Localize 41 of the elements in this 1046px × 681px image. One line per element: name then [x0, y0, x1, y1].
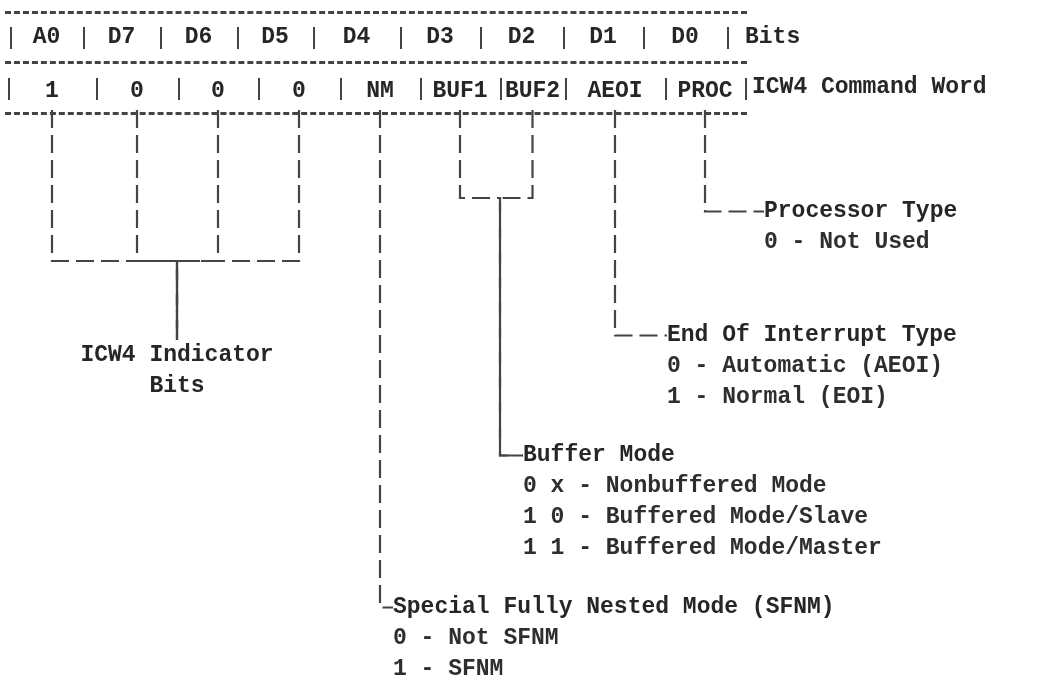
leader-line: [703, 110, 764, 213]
field-title: End Of Interrupt Type: [667, 321, 957, 350]
option-line: 1 - SFNM: [393, 655, 504, 681]
bit-value: BUF1: [432, 76, 488, 106]
leader-line: [135, 110, 179, 340]
bit-value: BUF2: [504, 76, 561, 106]
field-title: Special Fully Nested Mode (SFNM): [393, 593, 835, 622]
option-line: 0 - Not Used: [764, 228, 930, 257]
bit-label: D7: [106, 23, 137, 52]
option-line: 0 - Automatic (AEOI): [667, 352, 944, 381]
leader-line: [378, 110, 393, 609]
field-title: Processor Type: [764, 197, 958, 226]
bit-value: 0: [292, 76, 306, 106]
bit-label: D4: [341, 23, 372, 52]
bit-label: D2: [506, 23, 537, 52]
leader-line: [613, 110, 667, 337]
bit-value: NM: [366, 76, 394, 106]
bit-label: D6: [183, 23, 214, 52]
leader-line: [458, 110, 523, 457]
field-title: ICW4 Indicator Bits: [79, 341, 275, 401]
bit-label: D3: [425, 23, 455, 52]
bit-label: D0: [670, 23, 700, 52]
option-line: 0 x - Nonbuffered Mode: [523, 472, 827, 501]
bit-label: A0: [31, 23, 62, 52]
row-label: ICW4 Command Word: [752, 73, 987, 102]
leader-line: [175, 110, 301, 340]
row-label: Bits: [745, 23, 801, 52]
bit-label: D1: [588, 23, 618, 52]
bit-value: 0: [130, 76, 144, 106]
option-line: 0 - Not SFNM: [393, 624, 559, 653]
leader-line: [175, 110, 220, 340]
option-line: 1 1 - Buffered Mode/Master: [523, 534, 882, 563]
field-title: Buffer Mode: [523, 441, 675, 470]
bit-value: PROC: [677, 76, 733, 106]
bit-label: D5: [260, 23, 290, 52]
bit-value: 1: [45, 76, 59, 106]
option-line: 1 - Normal (EOI): [667, 383, 888, 412]
leader-line: [498, 110, 534, 457]
bit-value: 0: [211, 76, 225, 106]
option-line: 1 0 - Buffered Mode/Slave: [523, 503, 869, 532]
bit-value: AEOI: [587, 76, 643, 106]
